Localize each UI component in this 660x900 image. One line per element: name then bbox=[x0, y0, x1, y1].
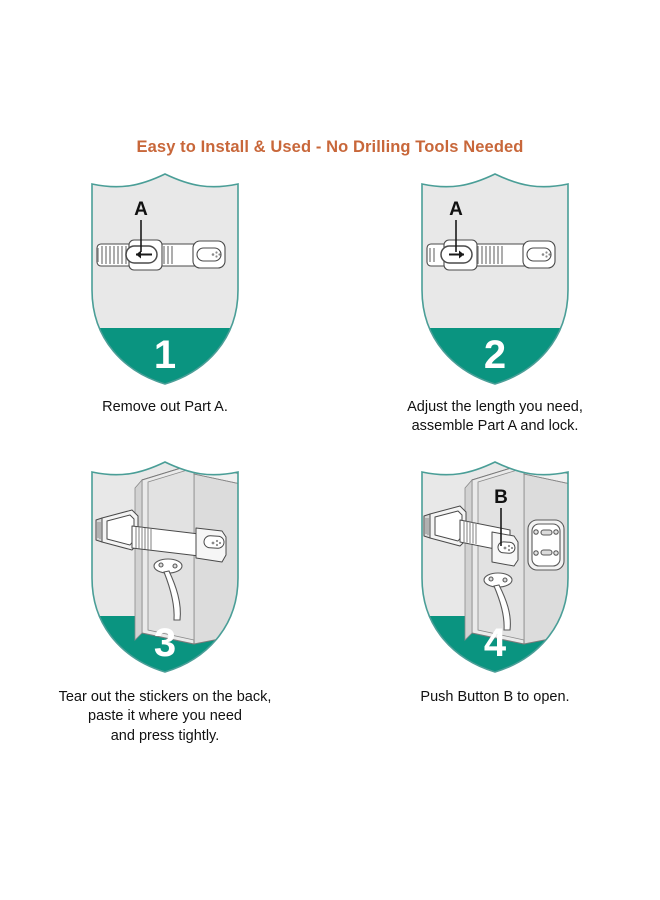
step-number-2: 2 bbox=[483, 333, 507, 377]
steps-grid: A 1 Remove out Part A. bbox=[0, 170, 660, 746]
shield-3-fills bbox=[92, 462, 238, 673]
shield-1-graphic: A bbox=[91, 173, 239, 385]
step-caption-4: Push Button B to open. bbox=[420, 689, 570, 706]
shield-4: B 4 bbox=[410, 458, 580, 676]
step-card-4: B 4 Push Button B to open. bbox=[330, 458, 660, 745]
steps-row-bottom: 3 Tear out the stickers on the back, pas… bbox=[0, 458, 660, 745]
step-caption-2: Adjust the length you need, assemble Par… bbox=[407, 399, 583, 435]
outlet-plate-4 bbox=[527, 519, 565, 571]
shield-4-outline bbox=[421, 461, 569, 674]
step-caption-3: Tear out the stickers on the back, paste… bbox=[58, 689, 272, 744]
cabinet-handle-3 bbox=[153, 558, 183, 621]
step-number-3: 3 bbox=[153, 621, 177, 666]
strap-lock-1 bbox=[96, 239, 226, 271]
part-label-a-2: A bbox=[449, 199, 463, 220]
shield-3-outline bbox=[91, 461, 239, 674]
cabinet-handle-4 bbox=[483, 572, 513, 631]
shield-1: A 1 bbox=[80, 170, 250, 388]
part-label-a-1: A bbox=[134, 199, 148, 220]
step-card-3: 3 Tear out the stickers on the back, pas… bbox=[0, 458, 330, 745]
shield-3-graphic bbox=[91, 461, 239, 674]
shield-4-graphic: B bbox=[421, 461, 569, 674]
step-number-1: 1 bbox=[153, 333, 177, 377]
shield-2-outline bbox=[421, 173, 569, 385]
step-card-2: A 2 Adjust the length you need, assemble… bbox=[330, 170, 660, 436]
page-title: Easy to Install & Used - No Drilling Too… bbox=[136, 138, 524, 156]
strap-lock-released-4 bbox=[423, 505, 519, 567]
step-number-4: 4 bbox=[483, 621, 507, 666]
shield-3: 3 bbox=[80, 458, 250, 676]
step-caption-1: Remove out Part A. bbox=[102, 399, 228, 415]
strap-lock-2 bbox=[426, 239, 556, 271]
shield-2: A 2 bbox=[410, 170, 580, 388]
step-card-1: A 1 Remove out Part A. bbox=[0, 170, 330, 436]
shield-2-graphic: A bbox=[421, 173, 569, 385]
steps-row-top: A 1 Remove out Part A. bbox=[0, 170, 660, 436]
strap-lock-mounted-3 bbox=[95, 509, 227, 563]
part-label-b-4: B bbox=[494, 487, 508, 508]
shield-1-outline bbox=[91, 173, 239, 385]
